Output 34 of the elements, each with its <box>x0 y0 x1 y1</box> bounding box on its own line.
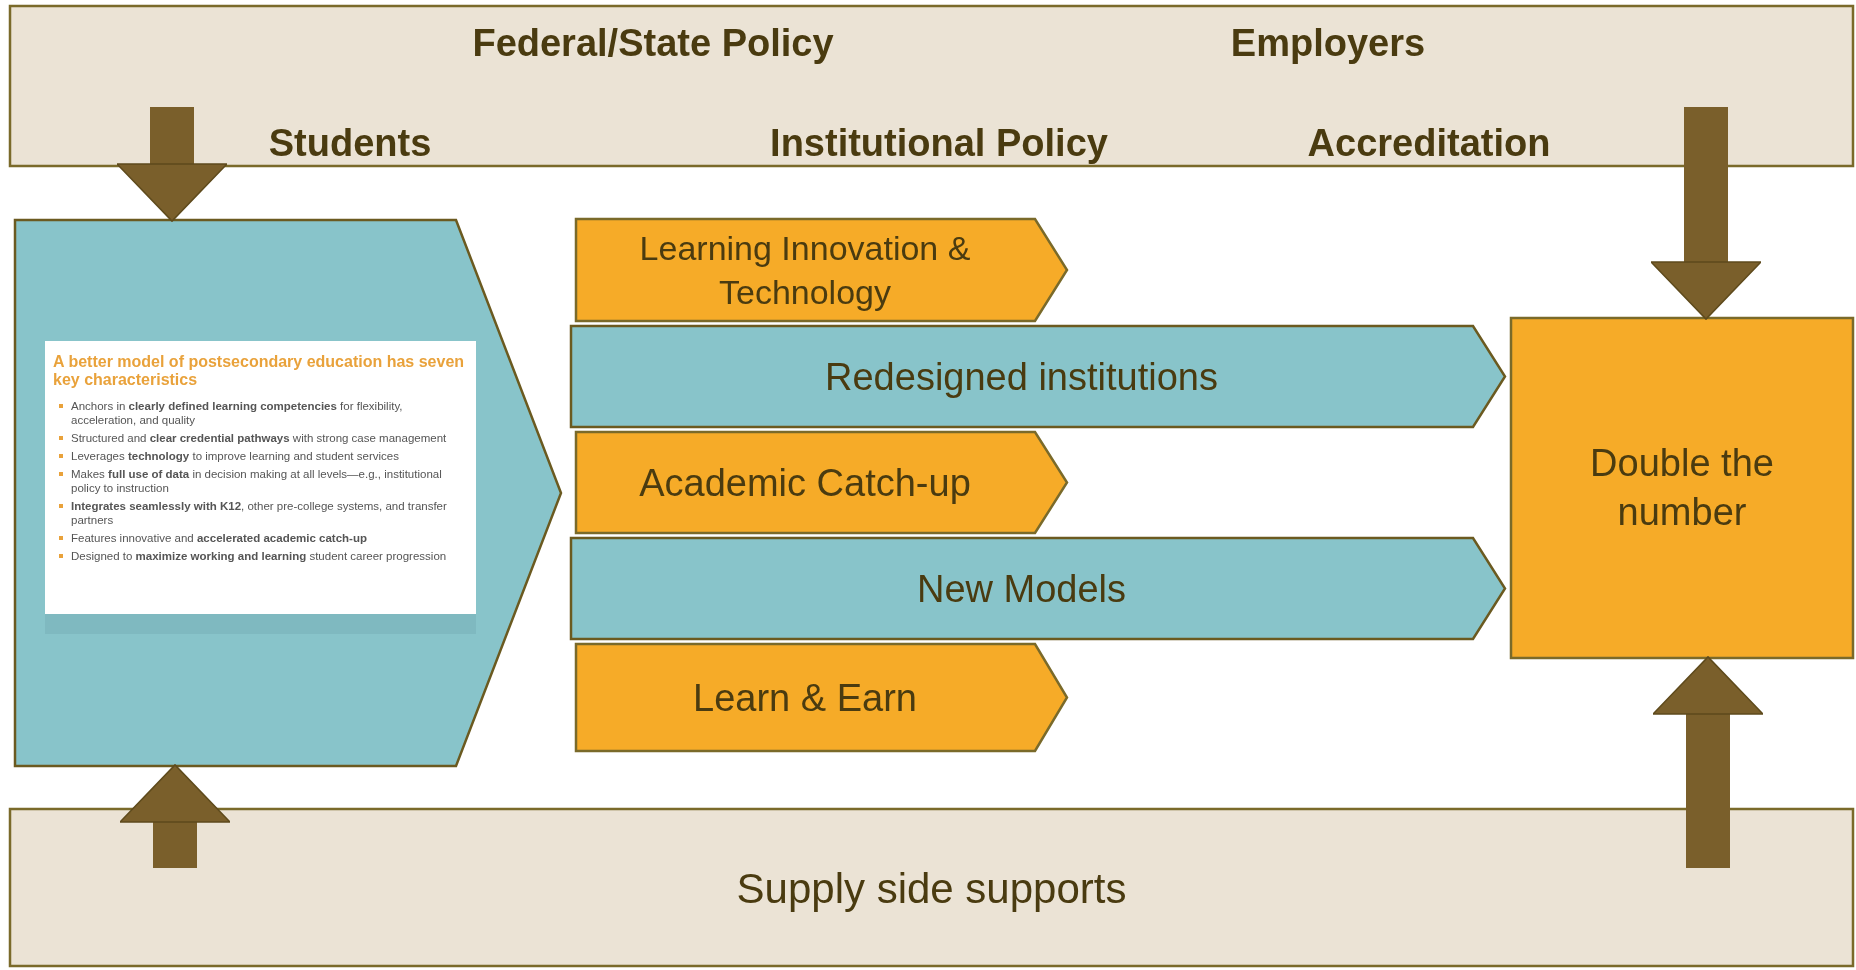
node-label: Academic Catch-up <box>639 460 971 506</box>
bullet-text: Anchors in clearly defined learning competencies for flexibility, acceleration, and quality <box>53 399 468 427</box>
chevron-banner <box>570 325 1506 428</box>
block-arrow <box>119 764 231 868</box>
band-panel <box>9 5 1854 167</box>
heading-text: Employers <box>1230 20 1426 66</box>
node-label: Learn & Earn <box>693 675 917 720</box>
chevron-banner <box>575 218 1068 322</box>
heading-text: Students <box>268 120 432 166</box>
chevron-banner <box>575 431 1068 534</box>
bullet-text: Integrates seamlessly with K12, other pre-college systems, and transfer partners <box>53 499 468 527</box>
heading-text: Federal/State Policy <box>472 20 834 66</box>
slide-card <box>45 341 476 634</box>
node-label: New Models <box>916 566 1127 611</box>
heading-text: Institutional Policy <box>770 120 1108 166</box>
block-arrow <box>116 107 228 222</box>
slide-title: A better model of postsecondary education has seven key characteristics <box>53 353 466 389</box>
result-box <box>1510 317 1854 659</box>
node-label: Learning Innovation & Technology <box>638 228 972 313</box>
node-label: Supply side supports <box>736 863 1127 914</box>
bullet-text: Makes full use of data in decision making at all levels—e.g., institutional policy to instruction <box>53 467 468 495</box>
node-label: Double the number <box>1589 441 1775 535</box>
bullet-text: Leverages technology to improve learning and student services <box>53 449 468 463</box>
bullet-text: Features innovative and accelerated academic catch-up <box>53 531 468 545</box>
block-arrow <box>1652 656 1764 868</box>
node-label: Redesigned institutions <box>825 354 1218 400</box>
bullet-text: Designed to maximize working and learning student career progression <box>53 549 468 563</box>
heading-text: Accreditation <box>1307 120 1551 166</box>
chevron-banner <box>570 537 1506 640</box>
bullet-text: Structured and clear credential pathways with strong case management <box>53 431 468 445</box>
chevron-banner <box>575 643 1068 752</box>
block-arrow <box>1650 107 1762 320</box>
band-panel <box>9 808 1854 967</box>
chevron-shape <box>14 219 562 767</box>
